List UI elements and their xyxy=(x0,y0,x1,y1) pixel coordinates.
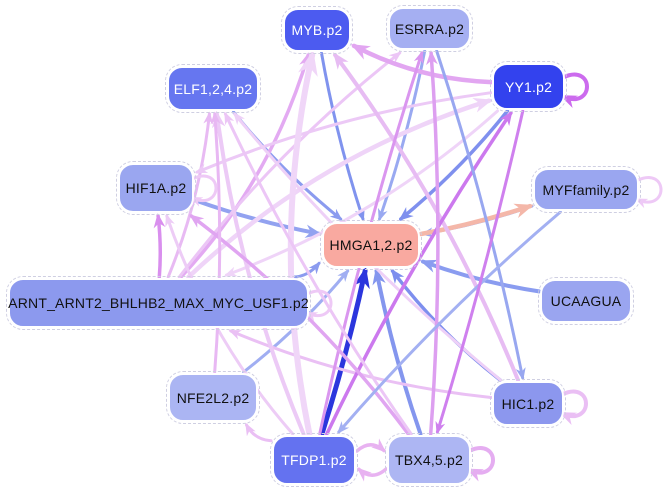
edge-yy1-myb xyxy=(350,43,494,85)
node-label: MYB.p2 xyxy=(291,22,343,38)
node-label: TBX4,5.p2 xyxy=(395,452,463,468)
self-loop-hif1a xyxy=(189,174,218,207)
edge-yy1-hmga xyxy=(398,109,510,221)
edge-yy1-tbx45 xyxy=(435,109,525,435)
graph-node-elf[interactable]: ELF1,2,4.p2 xyxy=(165,64,261,113)
node-label: MYFfamily.p2 xyxy=(542,181,630,198)
edge-myf-tfdp1 xyxy=(337,210,562,434)
node-label: HIC1.p2 xyxy=(501,395,555,412)
graph-node-myf[interactable]: MYFfamily.p2 xyxy=(531,166,641,213)
graph-node-yy1[interactable]: YY1.p2 xyxy=(490,61,567,112)
edge-tbx45-elf xyxy=(223,111,413,436)
edge-tbx45-esrra xyxy=(426,50,440,436)
edge-arnt-myb xyxy=(179,52,311,279)
node-label: ELF1,2,4.p2 xyxy=(173,80,253,97)
edge-tfdp1-nfe2l2 xyxy=(245,422,273,443)
edge-tfdp1-elf xyxy=(212,110,306,436)
edge-tbx45-tfdp1 xyxy=(356,467,388,482)
graph-node-tbx45[interactable]: TBX4,5.p2 xyxy=(385,433,473,487)
graph-node-arnt[interactable]: ARNT_ARNT2_BHLHB2_MAX_MYC_USF1.p2 xyxy=(6,276,311,330)
edge-tfdp1-hmga xyxy=(319,266,370,437)
graph-node-esrra[interactable]: ESRRA.p2 xyxy=(386,5,473,52)
node-label: HIF1A.p2 xyxy=(125,180,187,196)
edge-tfdp1-tbx45 xyxy=(355,438,387,453)
edge-tfdp1-yy1 xyxy=(325,110,513,436)
graph-node-nfe2l2[interactable]: NFE2L2.p2 xyxy=(166,371,260,424)
edge-hmga-myf xyxy=(418,203,534,237)
edge-yy1-arnt xyxy=(224,109,499,277)
edge-arnt-hif1a xyxy=(153,213,166,279)
node-label: UCAAGUA xyxy=(550,293,622,309)
graph-node-ucaagua[interactable]: UCAAGUA xyxy=(538,277,634,325)
edge-nfe2l2-elf xyxy=(210,111,222,374)
edge-tfdp1-hif1a xyxy=(165,213,295,436)
edge-esrra-hic1 xyxy=(435,49,526,381)
self-loop-hic1 xyxy=(558,389,588,426)
edge-arnt-yy1 xyxy=(186,98,493,280)
self-loop-myf xyxy=(634,176,663,209)
self-loop-tbx45 xyxy=(465,446,495,482)
node-label: NFE2L2.p2 xyxy=(176,389,250,406)
graph-node-hic1[interactable]: HIC1.p2 xyxy=(490,379,566,428)
node-label: HMGA1,2.p2 xyxy=(329,237,413,253)
self-loop-arnt xyxy=(304,289,333,322)
node-label: ESRRA.p2 xyxy=(394,20,465,37)
node-label: TFDP1.p2 xyxy=(281,452,347,468)
edge-myb-hmga xyxy=(320,51,365,222)
edge-tbx45-hmga xyxy=(372,267,423,436)
graph-node-hif1a[interactable]: HIF1A.p2 xyxy=(116,161,196,215)
graph-node-tfdp1[interactable]: TFDP1.p2 xyxy=(270,433,358,487)
node-label: ARNT_ARNT2_BHLHB2_MAX_MYC_USF1.p2 xyxy=(8,295,309,311)
edge-arnt-esrra xyxy=(177,51,402,279)
self-loop-yy1 xyxy=(559,72,589,109)
node-label: YY1.p2 xyxy=(504,78,553,95)
graph-node-myb[interactable]: MYB.p2 xyxy=(281,6,353,54)
edge-hic1-hmga xyxy=(390,268,502,382)
graph-node-hmga[interactable]: HMGA1,2.p2 xyxy=(320,220,422,270)
